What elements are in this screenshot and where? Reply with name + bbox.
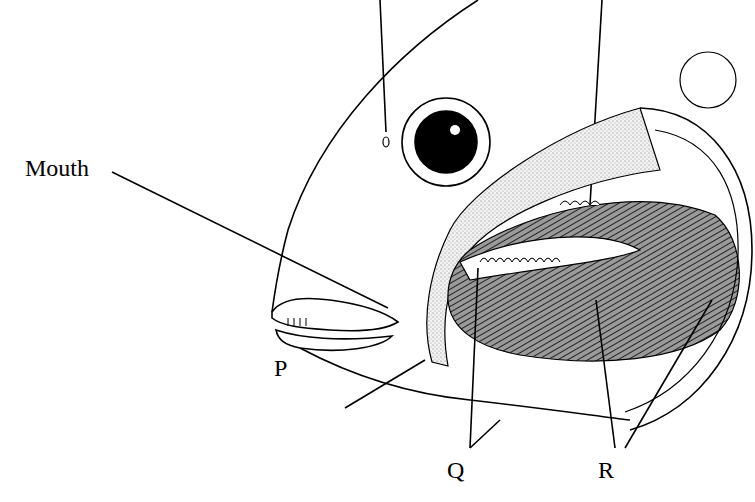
leader-line [380,0,386,132]
gill-filaments [448,202,739,361]
operculum-outline [630,108,752,430]
nostril [383,137,389,147]
operculum-inner-outline [625,130,738,412]
eye-rim [402,98,490,186]
gill-rakers [560,201,600,205]
callout-letter: R [598,458,614,482]
leader-line [596,300,615,448]
leader-line [345,360,425,408]
eye-pupil [415,111,477,173]
leader-line [470,268,478,448]
callout-letter: Q [447,458,464,482]
leader-line [112,172,388,308]
teeth [288,318,306,326]
part-label: Mouth [25,156,89,180]
leader-line [625,300,712,448]
eye-highlight [450,125,460,135]
pectoral-ring [680,52,736,108]
callout-letter: P [274,356,287,380]
gill-arch [460,237,640,280]
leader-line [470,420,500,448]
gill-rakers [480,258,560,262]
lower-jaw [276,330,392,350]
